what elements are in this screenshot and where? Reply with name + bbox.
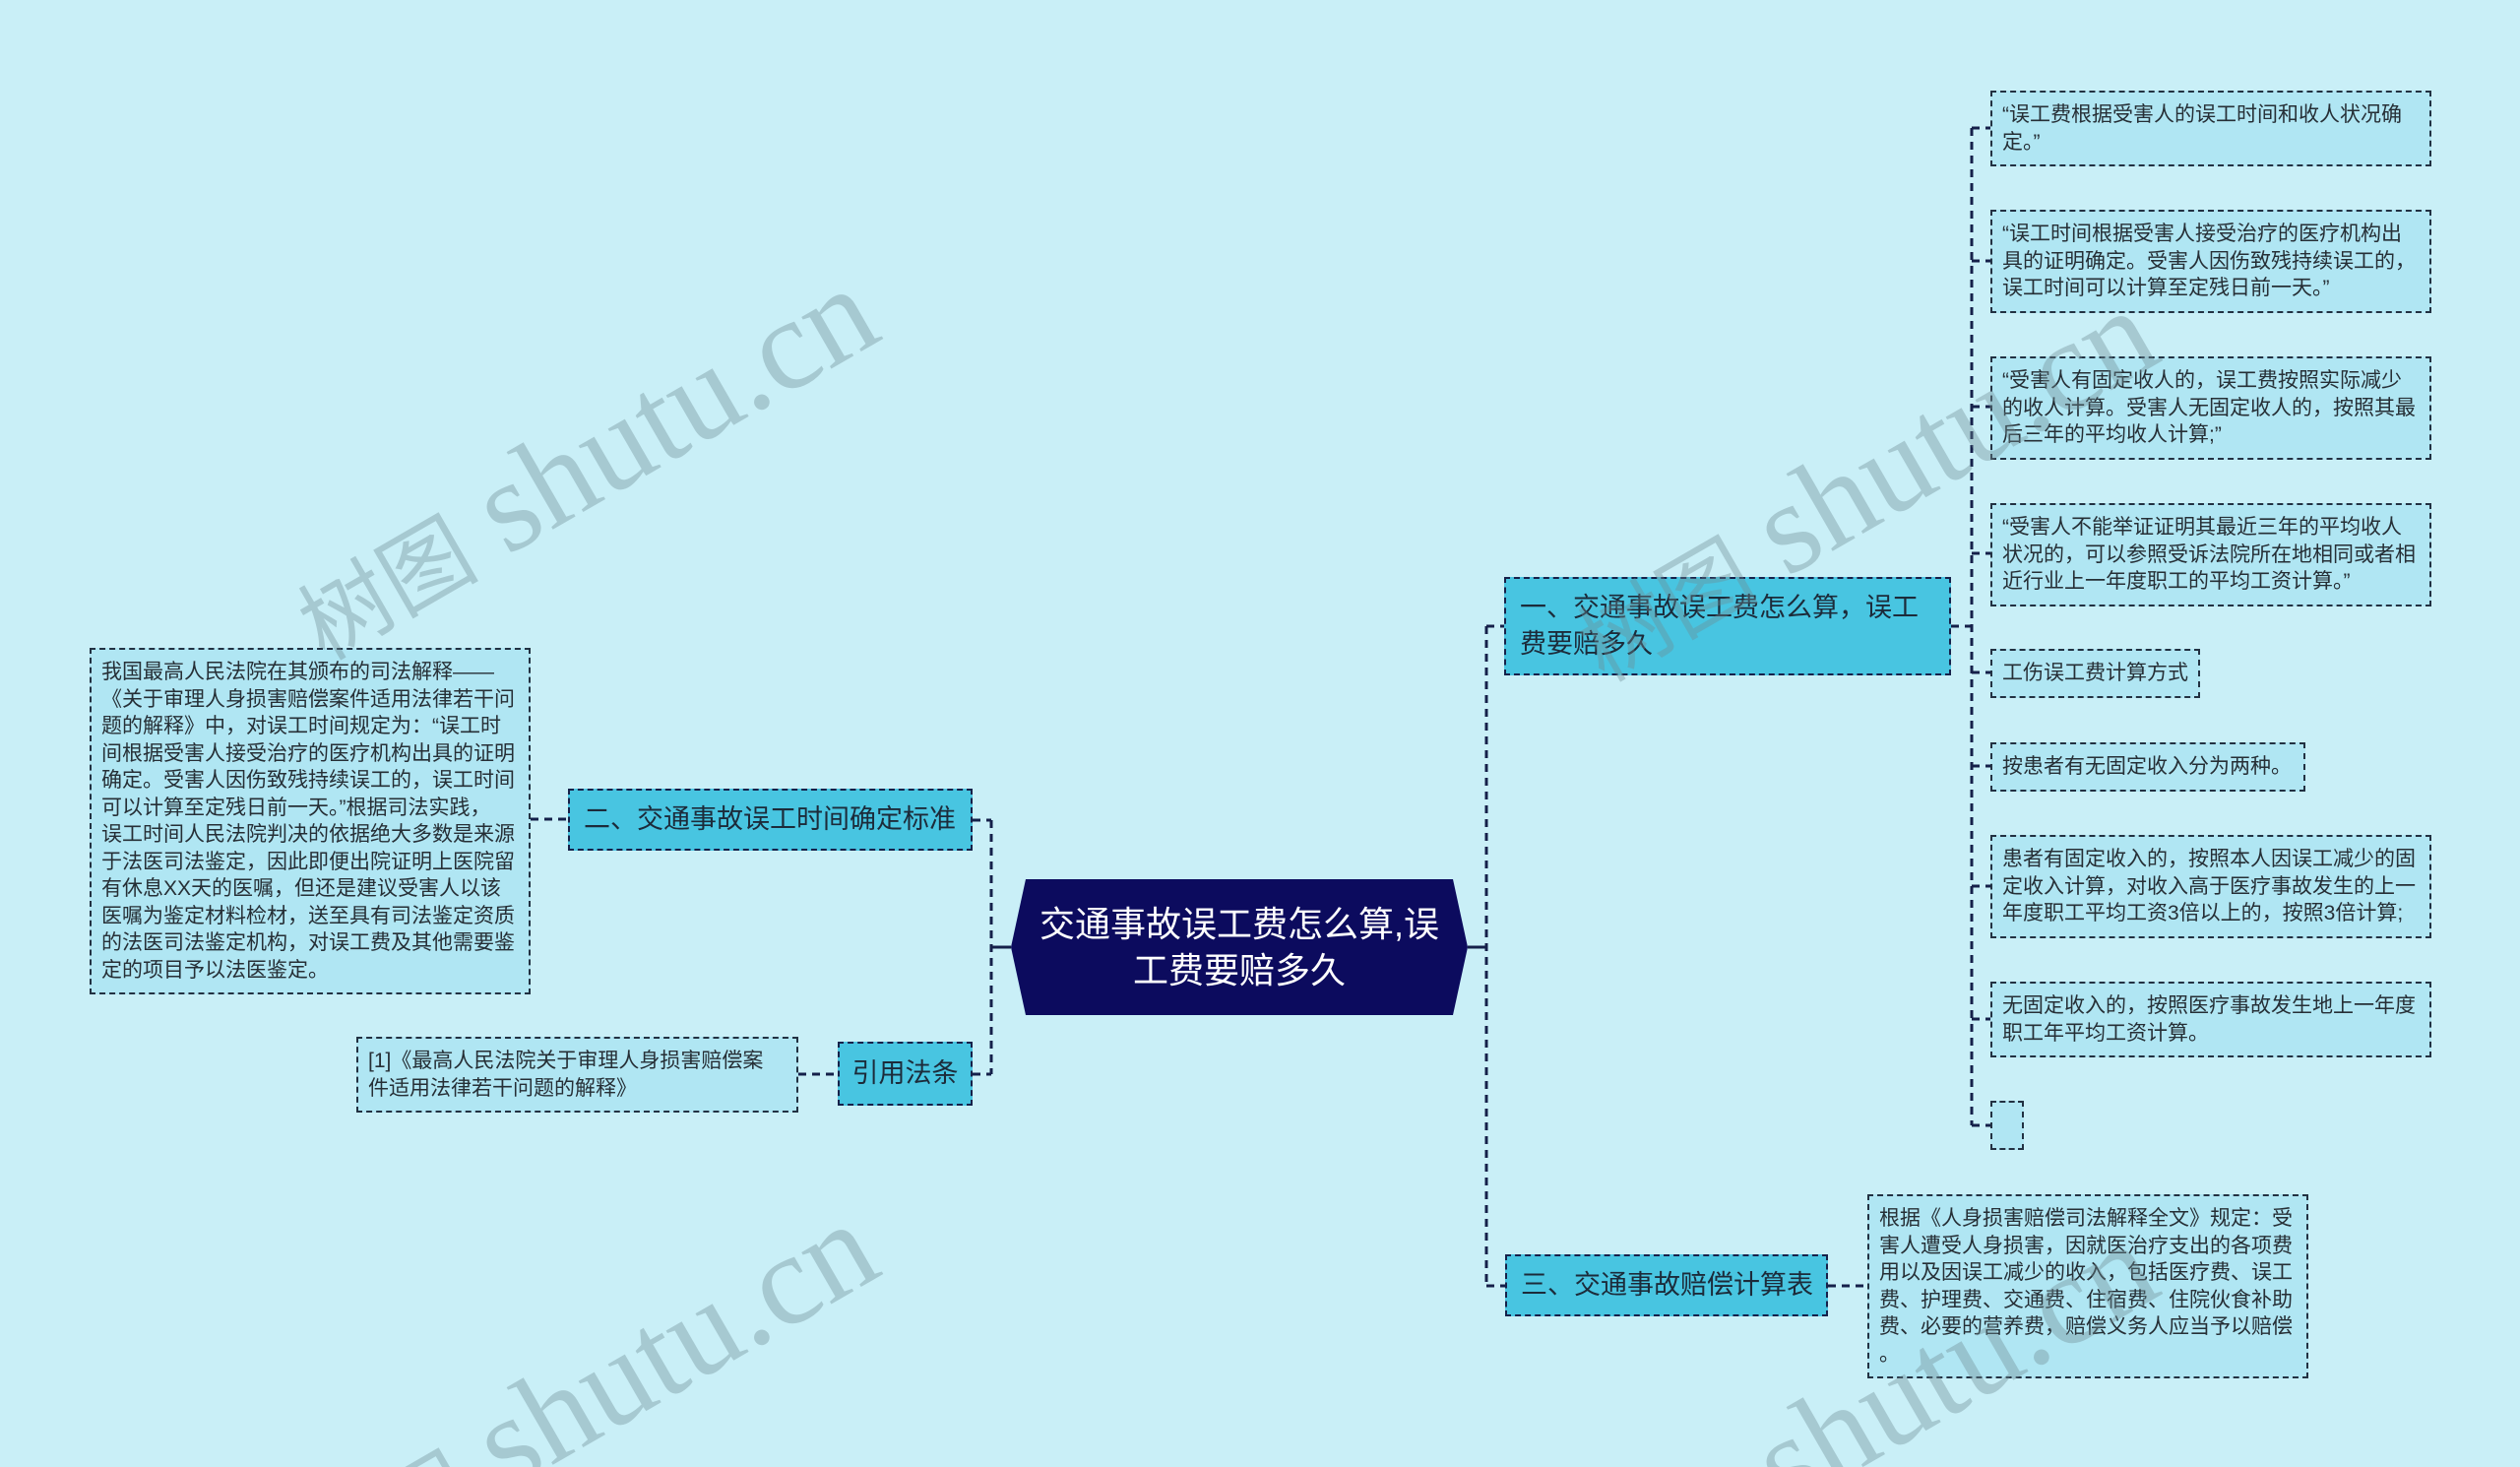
leaf-text-line: 具的证明确定。受害人因伤致残持续误工的，: [2002, 249, 2416, 273]
leaf-text-line: 于法医司法鉴定，因此即便出院证明上医院留: [101, 850, 515, 873]
leaf-text-line: 医嘱为鉴定材料检材，送至具有司法鉴定资质: [101, 904, 515, 927]
leaf-text-line: 题的解释》中，对误工时间规定为：“误工时: [101, 715, 501, 737]
leaf-text-line: 按患者有无固定收入分为两种。: [2002, 755, 2292, 778]
branch-label-line: 二、交通事故误工时间确定标准: [584, 804, 956, 834]
leaf-text-line: 用以及因误工减少的收入，包括医疗费、误工: [1879, 1261, 2293, 1284]
leaf-text-line: 确定。受害人因伤致残持续误工的，误工时间: [101, 769, 515, 792]
leaf-text-line: 可以计算至定残日前一天。”根据司法实践，: [101, 796, 491, 819]
leaf-text-line: 费、必要的营养费，赔偿义务人应当予以赔偿: [1879, 1315, 2293, 1338]
leaf-text-line: 《关于审理人身损害赔偿案件适用法律若干问: [101, 687, 515, 711]
root-title-line: 交通事故误工费怎么算,误: [1039, 904, 1439, 944]
root-title-line: 工费要赔多久: [1132, 950, 1346, 990]
leaf-text-line: 误工时间人民法院判决的依据绝大多数是来源: [101, 823, 515, 846]
leaf-text-line: 误工时间可以计算至定残日前一天。”: [2002, 277, 2330, 299]
leaf-text-line: 无固定收入的，按照医疗事故发生地上一年度: [2002, 994, 2416, 1017]
branch-label-line: 费要赔多久: [1520, 629, 1653, 659]
leaf-text-line: “误工时间根据受害人接受治疗的医疗机构出: [2002, 223, 2402, 245]
branch-label-line: 引用法条: [851, 1058, 959, 1088]
leaf-text-line: 定。”: [2002, 130, 2041, 154]
leaf-text-line: “受害人不能举证证明其最近三年的平均收人: [2002, 516, 2402, 539]
leaf-node: “误工时间根据受害人接受治疗的医疗机构出 具的证明确定。受害人因伤致残持续误工的…: [1990, 210, 2431, 313]
leaf-text-line: 。: [1879, 1342, 1900, 1366]
leaf-text-line: 我国最高人民法院在其颁布的司法解释——: [101, 661, 494, 683]
leaf-text-line: 费、护理费、交通费、住宿费、住院伙食补助: [1879, 1288, 2293, 1311]
branch-node-cited-laws: 引用法条: [838, 1042, 973, 1106]
leaf-text-line: 的法医司法鉴定机构，对误工费及其他需要鉴: [101, 931, 515, 954]
leaf-text-line: 职工年平均工资计算。: [2002, 1021, 2209, 1045]
leaf-node: “受害人有固定收人的，误工费按照实际减少 的收人计算。受害人无固定收人的，按照其…: [1990, 356, 2431, 460]
branch-node-calc-method: 一、交通事故误工费怎么算，误工 费要赔多久: [1504, 577, 1951, 675]
branch-label-line: 一、交通事故误工费怎么算，误工: [1520, 593, 1919, 622]
leaf-text-line: “受害人有固定收人的，误工费按照实际减少: [2002, 369, 2402, 392]
empty-leaf-node: [1990, 1101, 2024, 1150]
leaf-text-line: 近行业上一年度职工的平均工资计算。”: [2002, 570, 2351, 593]
leaf-text-line: 的收人计算。受害人无固定收人的，按照其最: [2002, 396, 2416, 419]
leaf-node: 工伤误工费计算方式: [1990, 649, 2200, 698]
leaf-text-line: 患者有固定收入的，按照本人因误工减少的固: [2002, 848, 2416, 870]
leaf-text-line: [1]《最高人民法院关于审理人身损害赔偿案: [368, 1050, 764, 1072]
branch-node-time-standard: 二、交通事故误工时间确定标准: [568, 789, 973, 851]
branch-label-line: 三、交通事故赔偿计算表: [1521, 1270, 1813, 1300]
leaf-node-citation: [1]《最高人民法院关于审理人身损害赔偿案 件适用法律若干问题的解释》: [356, 1037, 798, 1113]
leaf-node: 患者有固定收入的，按照本人因误工减少的固 定收入计算，对收入高于医疗事故发生的上…: [1990, 835, 2431, 938]
leaf-node: 无固定收入的，按照医疗事故发生地上一年度 职工年平均工资计算。: [1990, 982, 2431, 1057]
leaf-text-line: 定的项目予以法医鉴定。: [101, 958, 329, 982]
leaf-node: “受害人不能举证证明其最近三年的平均收人 状况的，可以参照受诉法院所在地相同或者…: [1990, 503, 2431, 606]
leaf-text-line: 害人遭受人身损害，因就医治疗支出的各项费: [1879, 1234, 2293, 1257]
leaf-text-line: 间根据受害人接受治疗的医疗机构出具的证明: [101, 741, 515, 765]
leaf-node: 按患者有无固定收入分为两种。: [1990, 742, 2305, 792]
leaf-text-line: “误工费根据受害人的误工时间和收人状况确: [2002, 103, 2402, 126]
leaf-text-line: 后三年的平均收人计算;”: [2002, 423, 2222, 446]
leaf-text-line: 有休息XX天的医嘱，但还是建议受害人以该: [101, 877, 502, 900]
leaf-text-line: 工伤误工费计算方式: [2002, 662, 2188, 684]
leaf-text-line: 根据《人身损害赔偿司法解释全文》规定：受: [1879, 1207, 2293, 1230]
leaf-text-line: 年度职工平均工资3倍以上的，按照3倍计算;: [2002, 902, 2404, 925]
leaf-text-line: 状况的，可以参照受诉法院所在地相同或者相: [2002, 542, 2416, 566]
leaf-node: 根据《人身损害赔偿司法解释全文》规定：受 害人遭受人身损害，因就医治疗支出的各项…: [1867, 1194, 2308, 1378]
leaf-text-line: 件适用法律若干问题的解释》: [368, 1076, 637, 1100]
leaf-text-line: 定收入计算，对收入高于医疗事故发生的上一: [2002, 874, 2416, 898]
leaf-node: 我国最高人民法院在其颁布的司法解释—— 《关于审理人身损害赔偿案件适用法律若干问…: [90, 648, 531, 994]
root-node: 交通事故误工费怎么算,误 工费要赔多久: [1011, 879, 1468, 1015]
leaf-node: “误工费根据受害人的误工时间和收人状况确 定。”: [1990, 91, 2431, 166]
branch-node-compensation-table: 三、交通事故赔偿计算表: [1505, 1254, 1828, 1316]
